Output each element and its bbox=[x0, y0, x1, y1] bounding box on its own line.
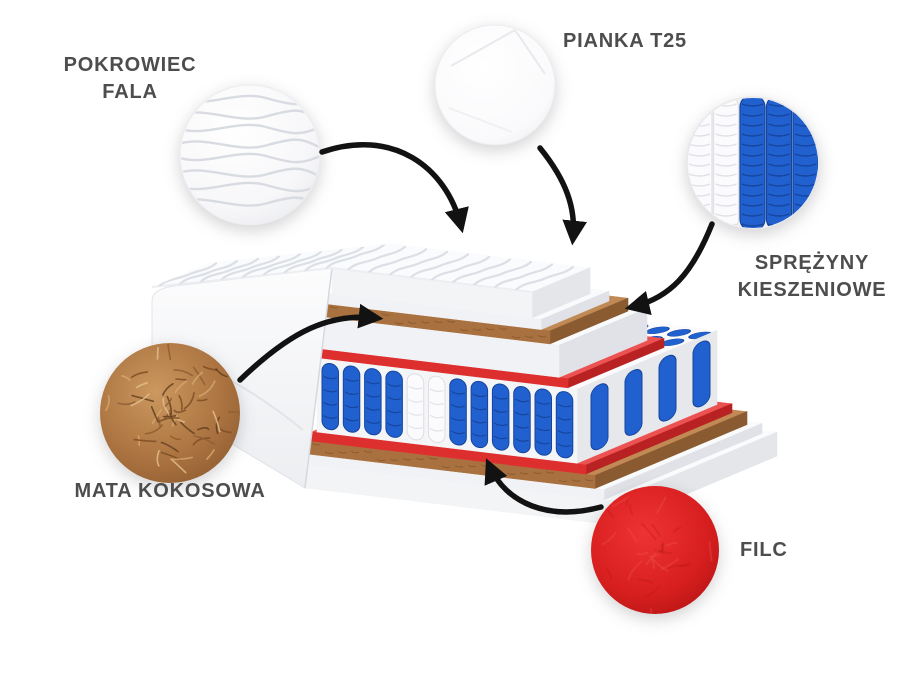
label-sprezyny-kieszeniowe: SPRĘŻYNY KIESZENIOWE bbox=[726, 250, 898, 304]
callout-arrows bbox=[237, 141, 715, 515]
felt-texture-swatch bbox=[591, 486, 719, 614]
quilt-wave-pattern bbox=[156, 244, 575, 292]
label-line-1: POKROWIEC bbox=[63, 54, 197, 76]
foam-block-texture bbox=[448, 28, 546, 133]
coconut-texture-swatch bbox=[100, 343, 240, 483]
label-line-1: SPRĘŻYNY bbox=[754, 252, 870, 274]
label-line-2: FALA bbox=[102, 81, 158, 103]
foam-texture-swatch bbox=[434, 24, 556, 146]
label-mata-kokosowa: MATA KOKOSOWA bbox=[74, 480, 266, 502]
arrow-to-springs bbox=[624, 221, 715, 316]
arrow-to-foam bbox=[537, 145, 588, 246]
springs-texture-swatch bbox=[686, 96, 820, 230]
label-pokrowiec-fala: POKROWIEC FALA bbox=[38, 52, 222, 106]
coconut-fiber-texture bbox=[105, 344, 239, 474]
arrow-to-cover bbox=[319, 141, 469, 234]
cover-texture-swatch bbox=[179, 84, 321, 226]
mattress-layer-stack bbox=[304, 243, 778, 526]
felt-fiber-texture bbox=[601, 496, 713, 613]
label-line-2: KIESZENIOWE bbox=[737, 279, 887, 301]
label-pianka-t25: PIANKA T25 bbox=[563, 30, 687, 52]
arrow-to-coconut bbox=[237, 303, 384, 383]
label-filc: FILC bbox=[740, 539, 788, 561]
wave-quilt-texture bbox=[181, 94, 319, 207]
arrow-to-felt bbox=[484, 458, 604, 515]
